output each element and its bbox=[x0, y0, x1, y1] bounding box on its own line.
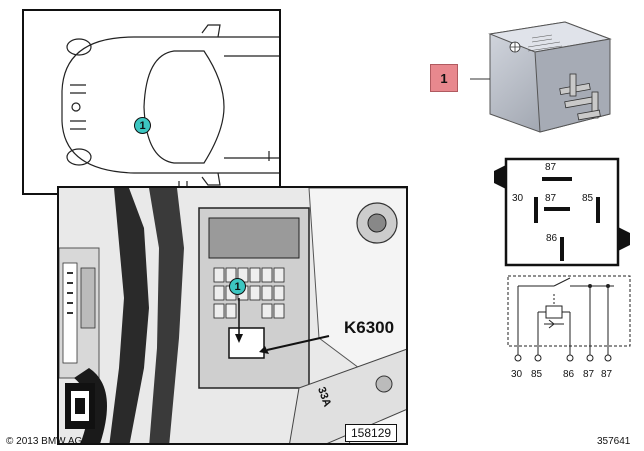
terminal-label-86: 86 bbox=[563, 369, 575, 380]
relay-label: K6300 bbox=[344, 318, 395, 337]
part-number-badge: 1 bbox=[430, 64, 458, 92]
pin-label-30: 30 bbox=[512, 193, 524, 204]
pin-diagram bbox=[494, 157, 630, 267]
pin-label-87-mid: 87 bbox=[545, 193, 557, 204]
engine-bay-photo bbox=[59, 188, 406, 443]
copyright-text: © 2013 BMW AG bbox=[6, 436, 83, 447]
relay-component-image bbox=[470, 21, 612, 133]
photo-panel: 1 K6300 33A 158129 bbox=[57, 186, 408, 445]
terminal-label-30: 30 bbox=[511, 369, 523, 380]
car-outline bbox=[61, 24, 279, 189]
callout-1-car: 1 bbox=[134, 117, 151, 134]
car-location-panel: 1 bbox=[22, 9, 281, 195]
callout-1-photo: 1 bbox=[229, 278, 246, 295]
terminal-label-87-a: 87 bbox=[583, 369, 595, 380]
pin-label-85: 85 bbox=[582, 193, 594, 204]
terminal-label-85: 85 bbox=[531, 369, 543, 380]
pin-label-86: 86 bbox=[546, 233, 558, 244]
terminal-label-87-b: 87 bbox=[601, 369, 613, 380]
pin-label-87-top: 87 bbox=[545, 162, 557, 173]
circuit-schematic bbox=[507, 275, 631, 362]
photo-number: 158129 bbox=[345, 424, 398, 442]
diagram-number: 357641 bbox=[597, 436, 631, 447]
